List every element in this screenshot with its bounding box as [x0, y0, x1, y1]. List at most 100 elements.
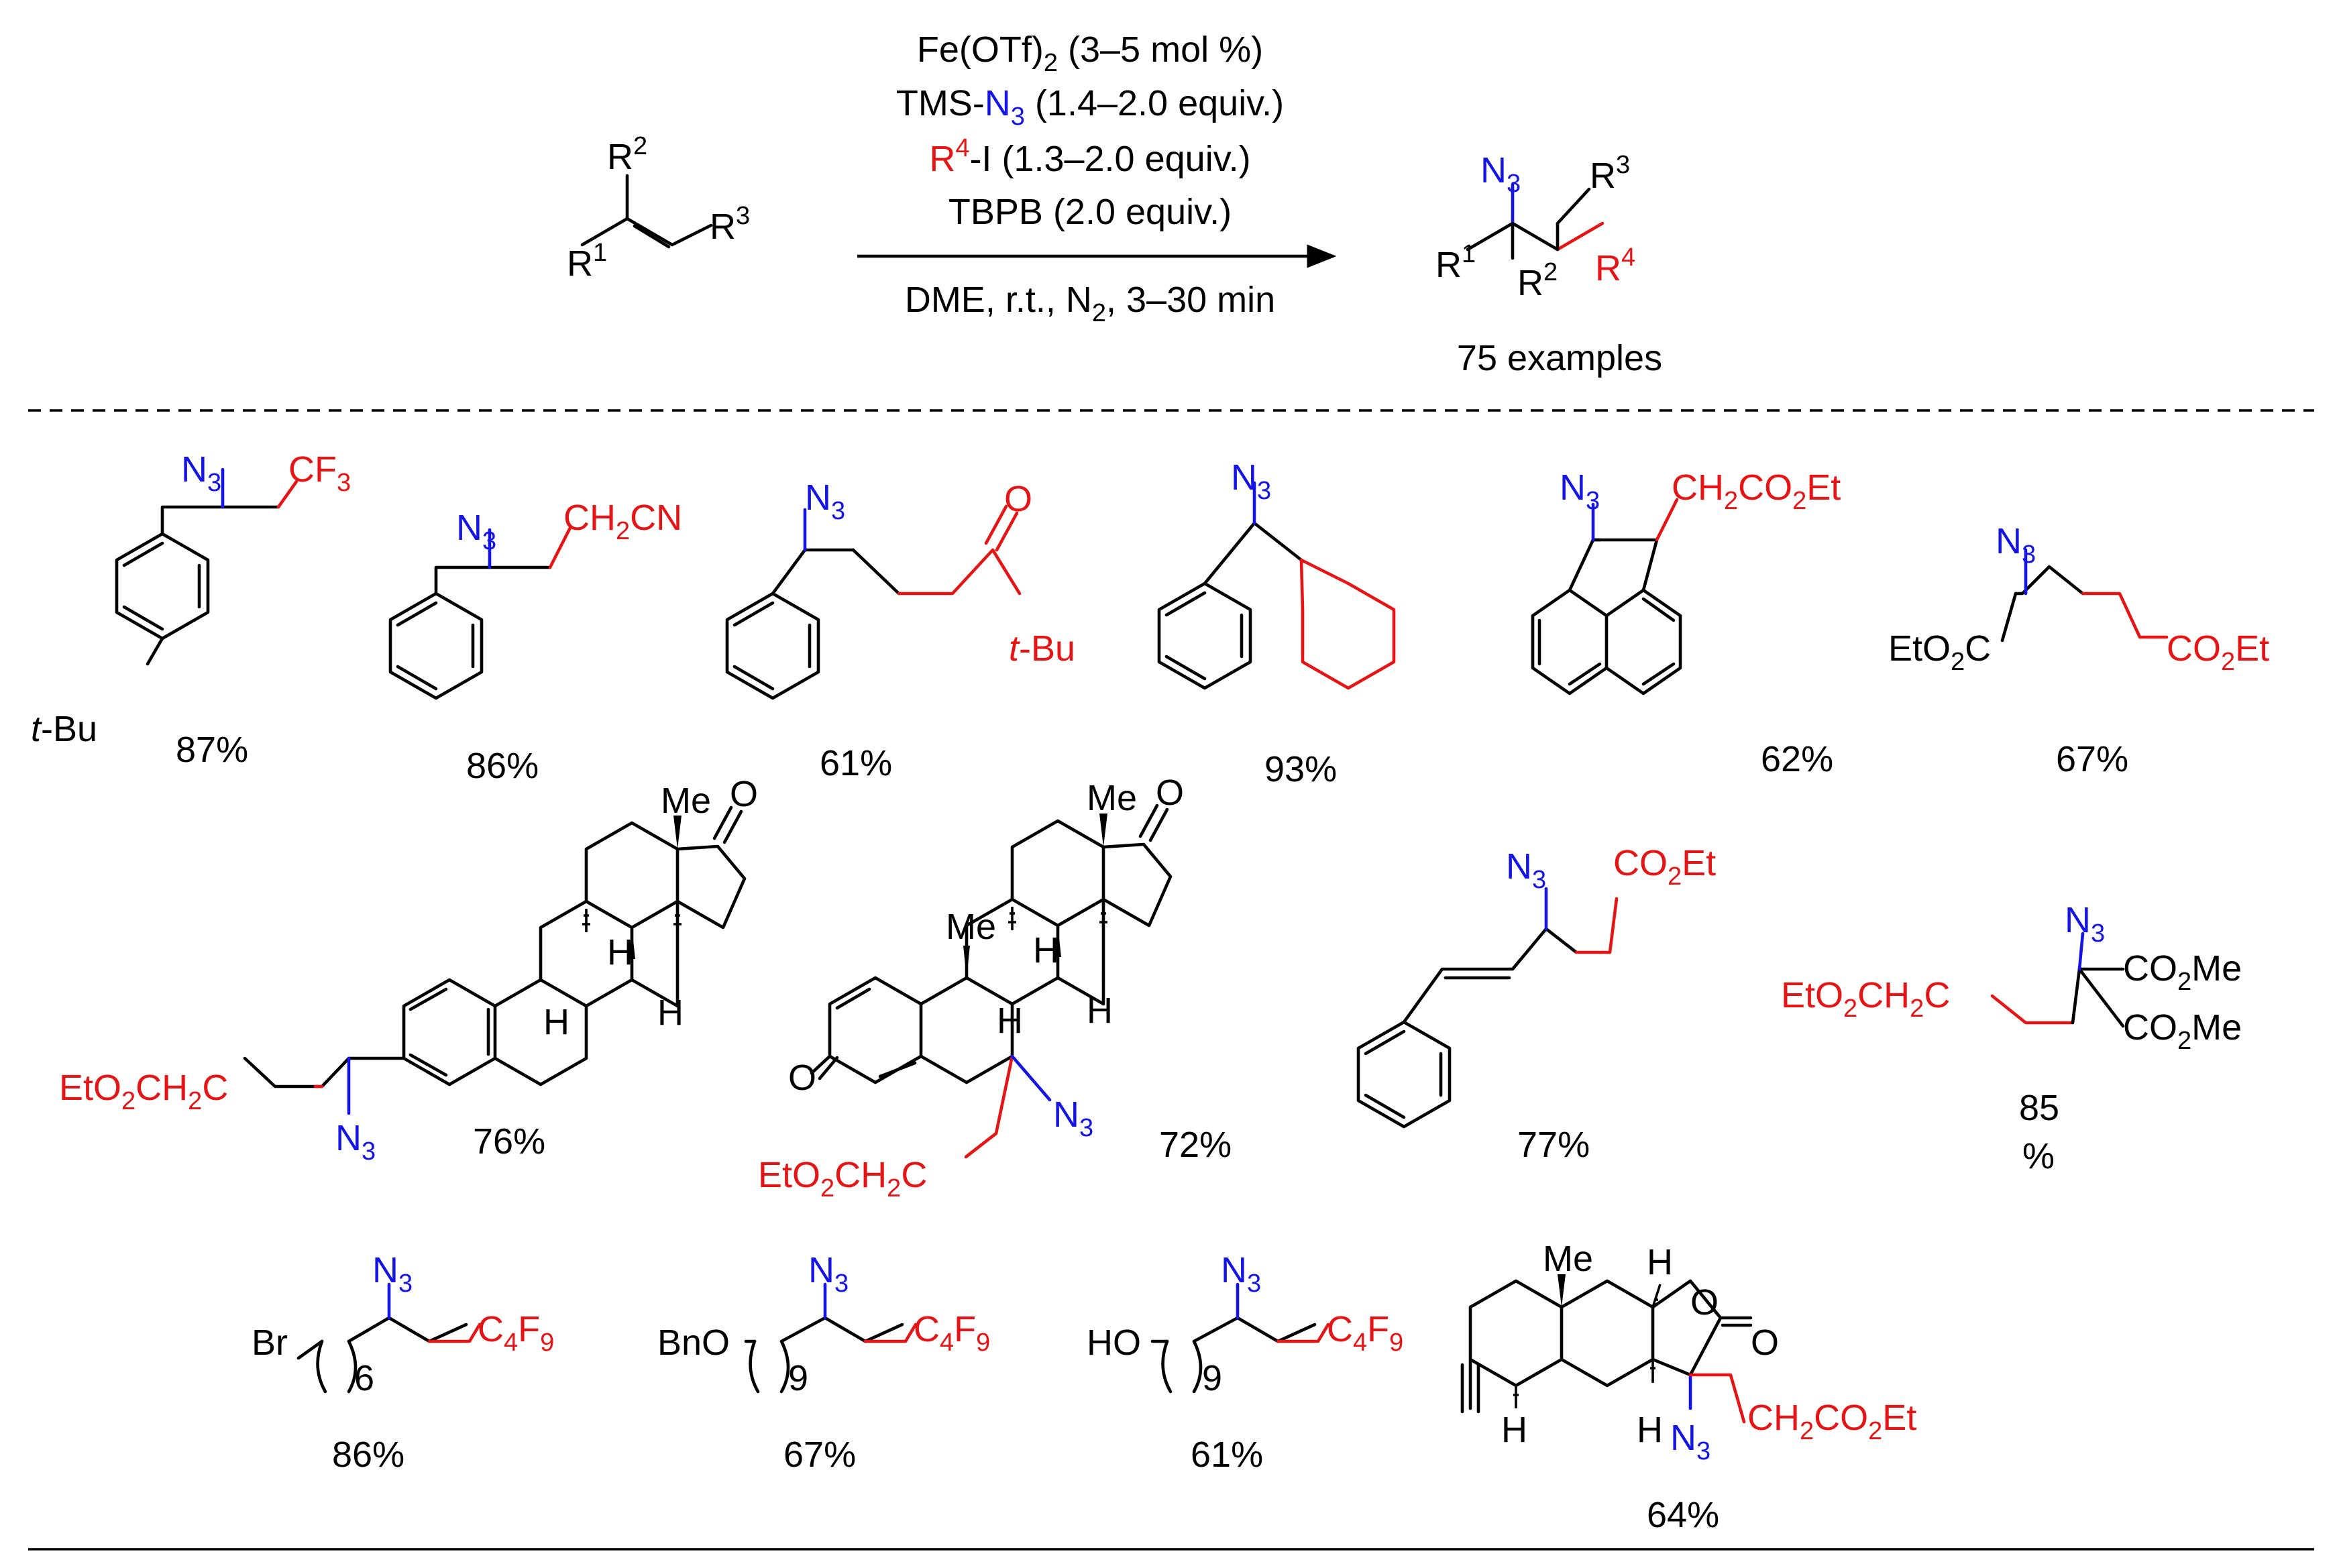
c1-n3: N3	[181, 449, 221, 497]
compound-5: N3 CH2CO2Et 62%	[1531, 467, 1841, 779]
c2-n3: N3	[456, 508, 496, 555]
condition-catalyst: Fe(OTf)2 (3–5 mol %)	[917, 30, 1263, 77]
yield-compound-2: 86%	[466, 746, 539, 786]
c11-br: Br	[252, 1323, 288, 1363]
c10-co2me-a: CO2Me	[2123, 948, 2242, 996]
yield-compound-6: 67%	[2056, 739, 2128, 779]
compound-7: Me O H H H EtO2CH2C N3 76%	[59, 774, 758, 1166]
c6-co2et: CO2Et	[2167, 628, 2269, 676]
c10-eto2cch2c: EtO2CH2C	[1781, 975, 1950, 1023]
compound-8: O Me Me O H H H N3 EtO2CH2C 72%	[758, 773, 1232, 1202]
c4-n3: N3	[1231, 457, 1271, 505]
c12-bno: BnO	[657, 1323, 730, 1363]
yield-compound-10-percent: %	[2022, 1136, 2055, 1176]
product-n3: N3	[1480, 150, 1521, 198]
c13-ho: HO	[1087, 1323, 1141, 1363]
compound-9: N3 CO2Et 77%	[1356, 843, 1716, 1165]
c3-n3: N3	[805, 478, 845, 525]
c8-h-14: H	[1087, 991, 1113, 1031]
reaction-conditions: Fe(OTf)2 (3–5 mol %) TMS-N3 (1.4–2.0 equ…	[857, 30, 1337, 327]
compound-13: HO 9 N3 C4F9 61%	[1087, 1250, 1403, 1475]
c6-eto2c: EtO2C	[1888, 628, 1991, 676]
c8-me-10: Me	[946, 907, 996, 947]
c9-co2et: CO2Et	[1613, 843, 1716, 891]
c6-n3: N3	[1996, 521, 2036, 569]
r2-label: R2	[607, 132, 647, 177]
c7-h-8: H	[607, 932, 633, 972]
c7-h-9: H	[543, 1002, 569, 1042]
c14-h-ring: H	[1501, 1410, 1527, 1450]
c14-h-fusion: H	[1637, 1410, 1663, 1450]
compound-12: BnO 9 N3 C4F9 67%	[657, 1250, 990, 1475]
c12-n3: N3	[808, 1250, 849, 1298]
c13-c4f9: C4F9	[1327, 1309, 1403, 1357]
c8-me-13: Me	[1087, 778, 1137, 818]
c11-c4f9: C4F9	[478, 1309, 554, 1357]
c7-h-14: H	[657, 993, 684, 1033]
c12-n: 9	[788, 1358, 808, 1398]
yield-compound-5: 62%	[1761, 739, 1833, 779]
yield-compound-11: 86%	[332, 1435, 404, 1475]
product-r3: R3	[1590, 151, 1630, 196]
c13-n3: N3	[1221, 1250, 1261, 1298]
c7-me: Me	[661, 781, 711, 821]
c5-ch2co2et: CH2CO2Et	[1672, 467, 1841, 515]
product-r4: R4	[1595, 243, 1635, 288]
c10-n3: N3	[2065, 900, 2105, 948]
c3-carbonyl-o: O	[1004, 479, 1032, 519]
compound-10: N3 EtO2CH2C CO2Me CO2Me 85 %	[1781, 900, 2242, 1176]
yield-compound-13: 61%	[1191, 1435, 1263, 1475]
generic-product: N3 R1 R2 R3 R4 75 examples	[1435, 150, 1662, 378]
compound-11: Br 6 N3 C4F9 86%	[252, 1250, 554, 1475]
c9-n3: N3	[1506, 846, 1546, 894]
c8-enone-o: O	[788, 1058, 816, 1098]
yield-compound-9: 77%	[1517, 1125, 1590, 1165]
c1-cf3: CF3	[288, 449, 351, 497]
yield-compound-7: 76%	[473, 1121, 545, 1162]
c14-carbonyl-o: O	[1751, 1323, 1779, 1363]
examples-count: 75 examples	[1457, 338, 1662, 378]
r1-label: R1	[567, 239, 607, 284]
yield-compound-8: 72%	[1159, 1125, 1232, 1165]
c14-me: Me	[1543, 1239, 1593, 1279]
compound-3: N3 O t-Bu 61%	[725, 478, 1075, 783]
yield-compound-3: 61%	[820, 743, 892, 783]
c3-tbu: t-Bu	[1009, 628, 1075, 669]
c8-n3: N3	[1053, 1095, 1093, 1142]
yield-compound-4: 93%	[1264, 749, 1337, 789]
compound-14: Me H O O H H N3 CH2CO2Et 64%	[1460, 1239, 1916, 1535]
c8-ketone-o: O	[1156, 773, 1184, 813]
c8-eto2cch2c: EtO2CH2C	[758, 1155, 927, 1202]
c12-c4f9: C4F9	[914, 1309, 990, 1357]
c14-n3: N3	[1670, 1418, 1710, 1465]
yield-compound-1: 87%	[176, 730, 248, 770]
compound-6: N3 EtO2C CO2Et 67%	[1888, 521, 2269, 779]
c11-n3: N3	[372, 1250, 413, 1298]
compound-2: N3 CH2CN 86%	[388, 498, 682, 786]
product-r2: R2	[1517, 258, 1558, 303]
c7-ketone-o: O	[730, 774, 758, 814]
product-r1: R1	[1435, 240, 1476, 285]
c2-ch2cn: CH2CN	[563, 498, 682, 545]
compound-4: N3 93%	[1157, 457, 1396, 789]
substrate-alkene: R1 R2 R3	[567, 132, 750, 284]
compound-1: N3 CF3 t-Bu 87%	[31, 449, 351, 770]
c13-n: 9	[1202, 1358, 1222, 1398]
c8-h-8: H	[1033, 930, 1059, 970]
c14-ch2co2et: CH2CO2Et	[1747, 1398, 1916, 1445]
c5-n3: N3	[1560, 467, 1600, 515]
r3-label: R3	[710, 202, 750, 247]
c11-n: 6	[354, 1358, 374, 1398]
yield-compound-10-value: 85	[2019, 1088, 2059, 1128]
condition-oxidant: TBPB (2.0 equiv.)	[948, 192, 1232, 232]
yield-compound-14: 64%	[1647, 1495, 1719, 1535]
c14-lactone-o: O	[1690, 1282, 1719, 1323]
c14-h-top: H	[1647, 1242, 1673, 1282]
c10-co2me-b: CO2Me	[2123, 1007, 2242, 1055]
condition-azide-source: TMS-N3 (1.4–2.0 equiv.)	[896, 83, 1284, 131]
c1-tbu: t-Bu	[31, 709, 97, 749]
c8-h-9: H	[997, 1001, 1023, 1041]
condition-alkyl-iodide: R4-I (1.3–2.0 equiv.)	[929, 134, 1250, 179]
condition-solvent: DME, r.t., N2, 3–30 min	[905, 280, 1275, 327]
